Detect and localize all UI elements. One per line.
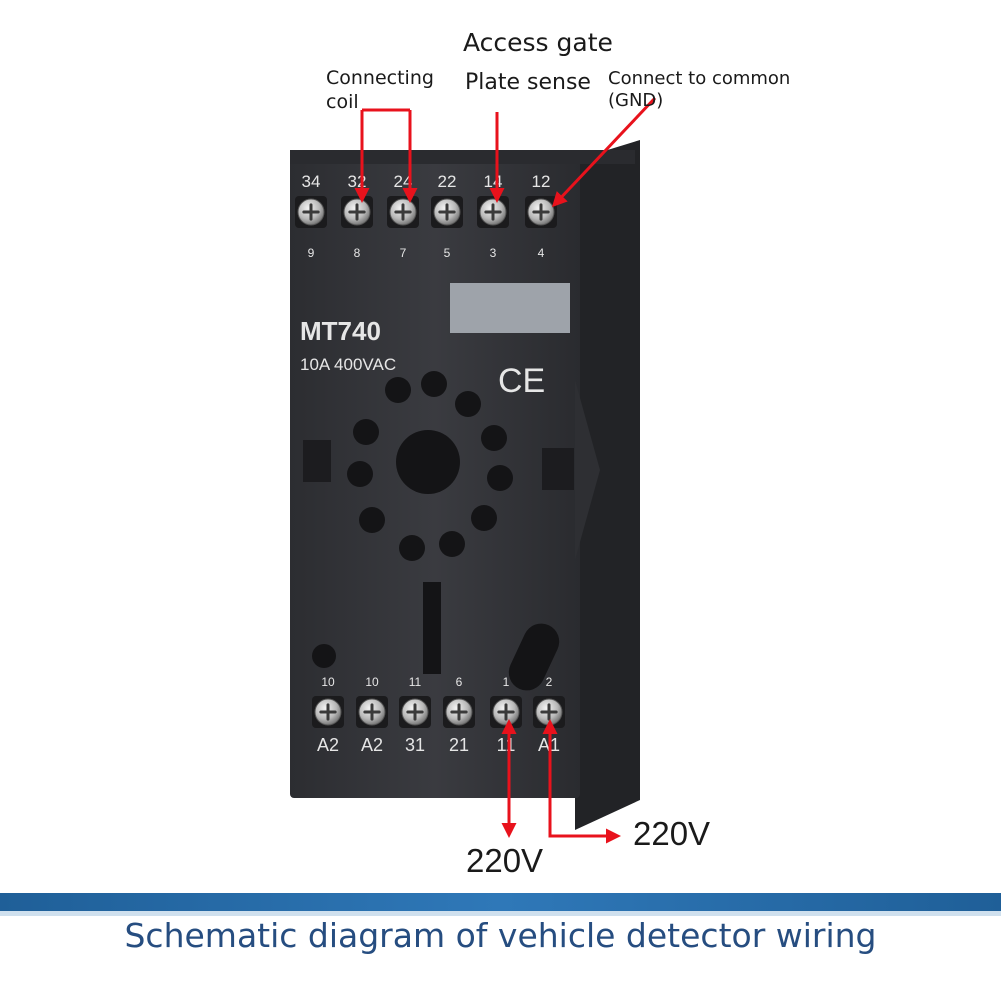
pin-hole bbox=[347, 461, 373, 487]
top-terminal-number: 24 bbox=[394, 172, 413, 191]
bottom-terminal-label: 21 bbox=[449, 735, 469, 755]
bottom-terminal-pin: 10 bbox=[321, 675, 335, 689]
terminal-screw-icon[interactable] bbox=[399, 696, 431, 728]
pin-hole bbox=[439, 531, 465, 557]
plate-sense-label: Plate sense bbox=[465, 70, 591, 95]
mount-hole bbox=[312, 644, 336, 668]
socket-top-ribs bbox=[290, 150, 635, 164]
connecting-coil-label: Connecting coil bbox=[326, 67, 434, 113]
socket-side-panel bbox=[575, 140, 640, 830]
terminal-screw-icon[interactable] bbox=[356, 696, 388, 728]
pin-hole bbox=[481, 425, 507, 451]
label-plate bbox=[450, 283, 570, 333]
top-terminal-pin: 9 bbox=[308, 246, 315, 260]
pin-hole bbox=[487, 465, 513, 491]
annotation-arrows bbox=[354, 96, 657, 844]
bottom-terminal-label: 31 bbox=[405, 735, 425, 755]
caption-band bbox=[0, 893, 1001, 911]
oval-hole bbox=[508, 623, 560, 691]
top-terminal-pin: 7 bbox=[400, 246, 407, 260]
pin-hole bbox=[399, 535, 425, 561]
voltage-left-label: 220V bbox=[466, 842, 544, 879]
pin-hole bbox=[471, 505, 497, 531]
right-clip-slot bbox=[542, 448, 574, 490]
bottom-terminal-pin: 6 bbox=[456, 675, 463, 689]
terminal-screw-icon[interactable] bbox=[387, 196, 419, 228]
bottom-terminal-pin: 2 bbox=[546, 675, 553, 689]
top-terminal-number: 22 bbox=[438, 172, 457, 191]
vertical-slot bbox=[423, 582, 441, 674]
access-gate-label: Access gate bbox=[463, 28, 613, 57]
top-terminal-number: 14 bbox=[484, 172, 503, 191]
model-text: MT740 bbox=[300, 316, 381, 346]
top-terminal-number: 34 bbox=[302, 172, 321, 191]
terminal-screw-icon[interactable] bbox=[525, 196, 557, 228]
top-terminal-number: 32 bbox=[348, 172, 367, 191]
rating-text: 10A 400VAC bbox=[300, 355, 396, 374]
top-terminal-pin: 3 bbox=[490, 246, 497, 260]
top-terminal-number: 12 bbox=[532, 172, 551, 191]
bottom-terminal-pin: 11 bbox=[409, 675, 422, 689]
center-key-hole bbox=[396, 430, 460, 494]
pin-hole bbox=[359, 507, 385, 533]
pin-hole bbox=[455, 391, 481, 417]
terminal-screw-icon[interactable] bbox=[341, 196, 373, 228]
pin-hole bbox=[421, 371, 447, 397]
terminal-screw-icon[interactable] bbox=[312, 696, 344, 728]
common-arrow bbox=[551, 96, 657, 208]
top-terminal-pin: 8 bbox=[354, 246, 361, 260]
top-terminal-pin: 5 bbox=[444, 246, 451, 260]
bottom-terminal-pin: 1 bbox=[503, 675, 510, 689]
supply-arrow-right bbox=[542, 719, 621, 844]
bottom-terminal-label: 11 bbox=[497, 735, 516, 755]
voltage-right-label: 220V bbox=[633, 815, 711, 852]
terminal-screw-icon[interactable] bbox=[490, 696, 522, 728]
diagram-caption: Schematic diagram of vehicle detector wi… bbox=[124, 916, 877, 955]
bottom-terminal-label: A2 bbox=[317, 735, 339, 755]
connect-common-label: Connect to common (GND) bbox=[608, 68, 791, 111]
pin-holes bbox=[347, 371, 513, 561]
bottom-terminal-label: A2 bbox=[361, 735, 383, 755]
terminal-screw-icon[interactable] bbox=[477, 196, 509, 228]
right-clip-ridge bbox=[575, 380, 600, 560]
caption-band-highlight bbox=[0, 911, 1001, 916]
top-terminal-pin: 4 bbox=[538, 246, 545, 260]
ce-mark-icon: CE bbox=[498, 362, 545, 400]
bottom-terminal-pin: 10 bbox=[365, 675, 379, 689]
top-terminal-screws: 34 9 32 8 24 7 22 5 14 3 12 4 bbox=[295, 172, 557, 260]
terminal-screw-icon[interactable] bbox=[431, 196, 463, 228]
left-clip-slot bbox=[303, 440, 331, 482]
terminal-screw-icon[interactable] bbox=[295, 196, 327, 228]
pin-hole bbox=[385, 377, 411, 403]
terminal-screw-icon[interactable] bbox=[443, 696, 475, 728]
pin-hole bbox=[353, 419, 379, 445]
